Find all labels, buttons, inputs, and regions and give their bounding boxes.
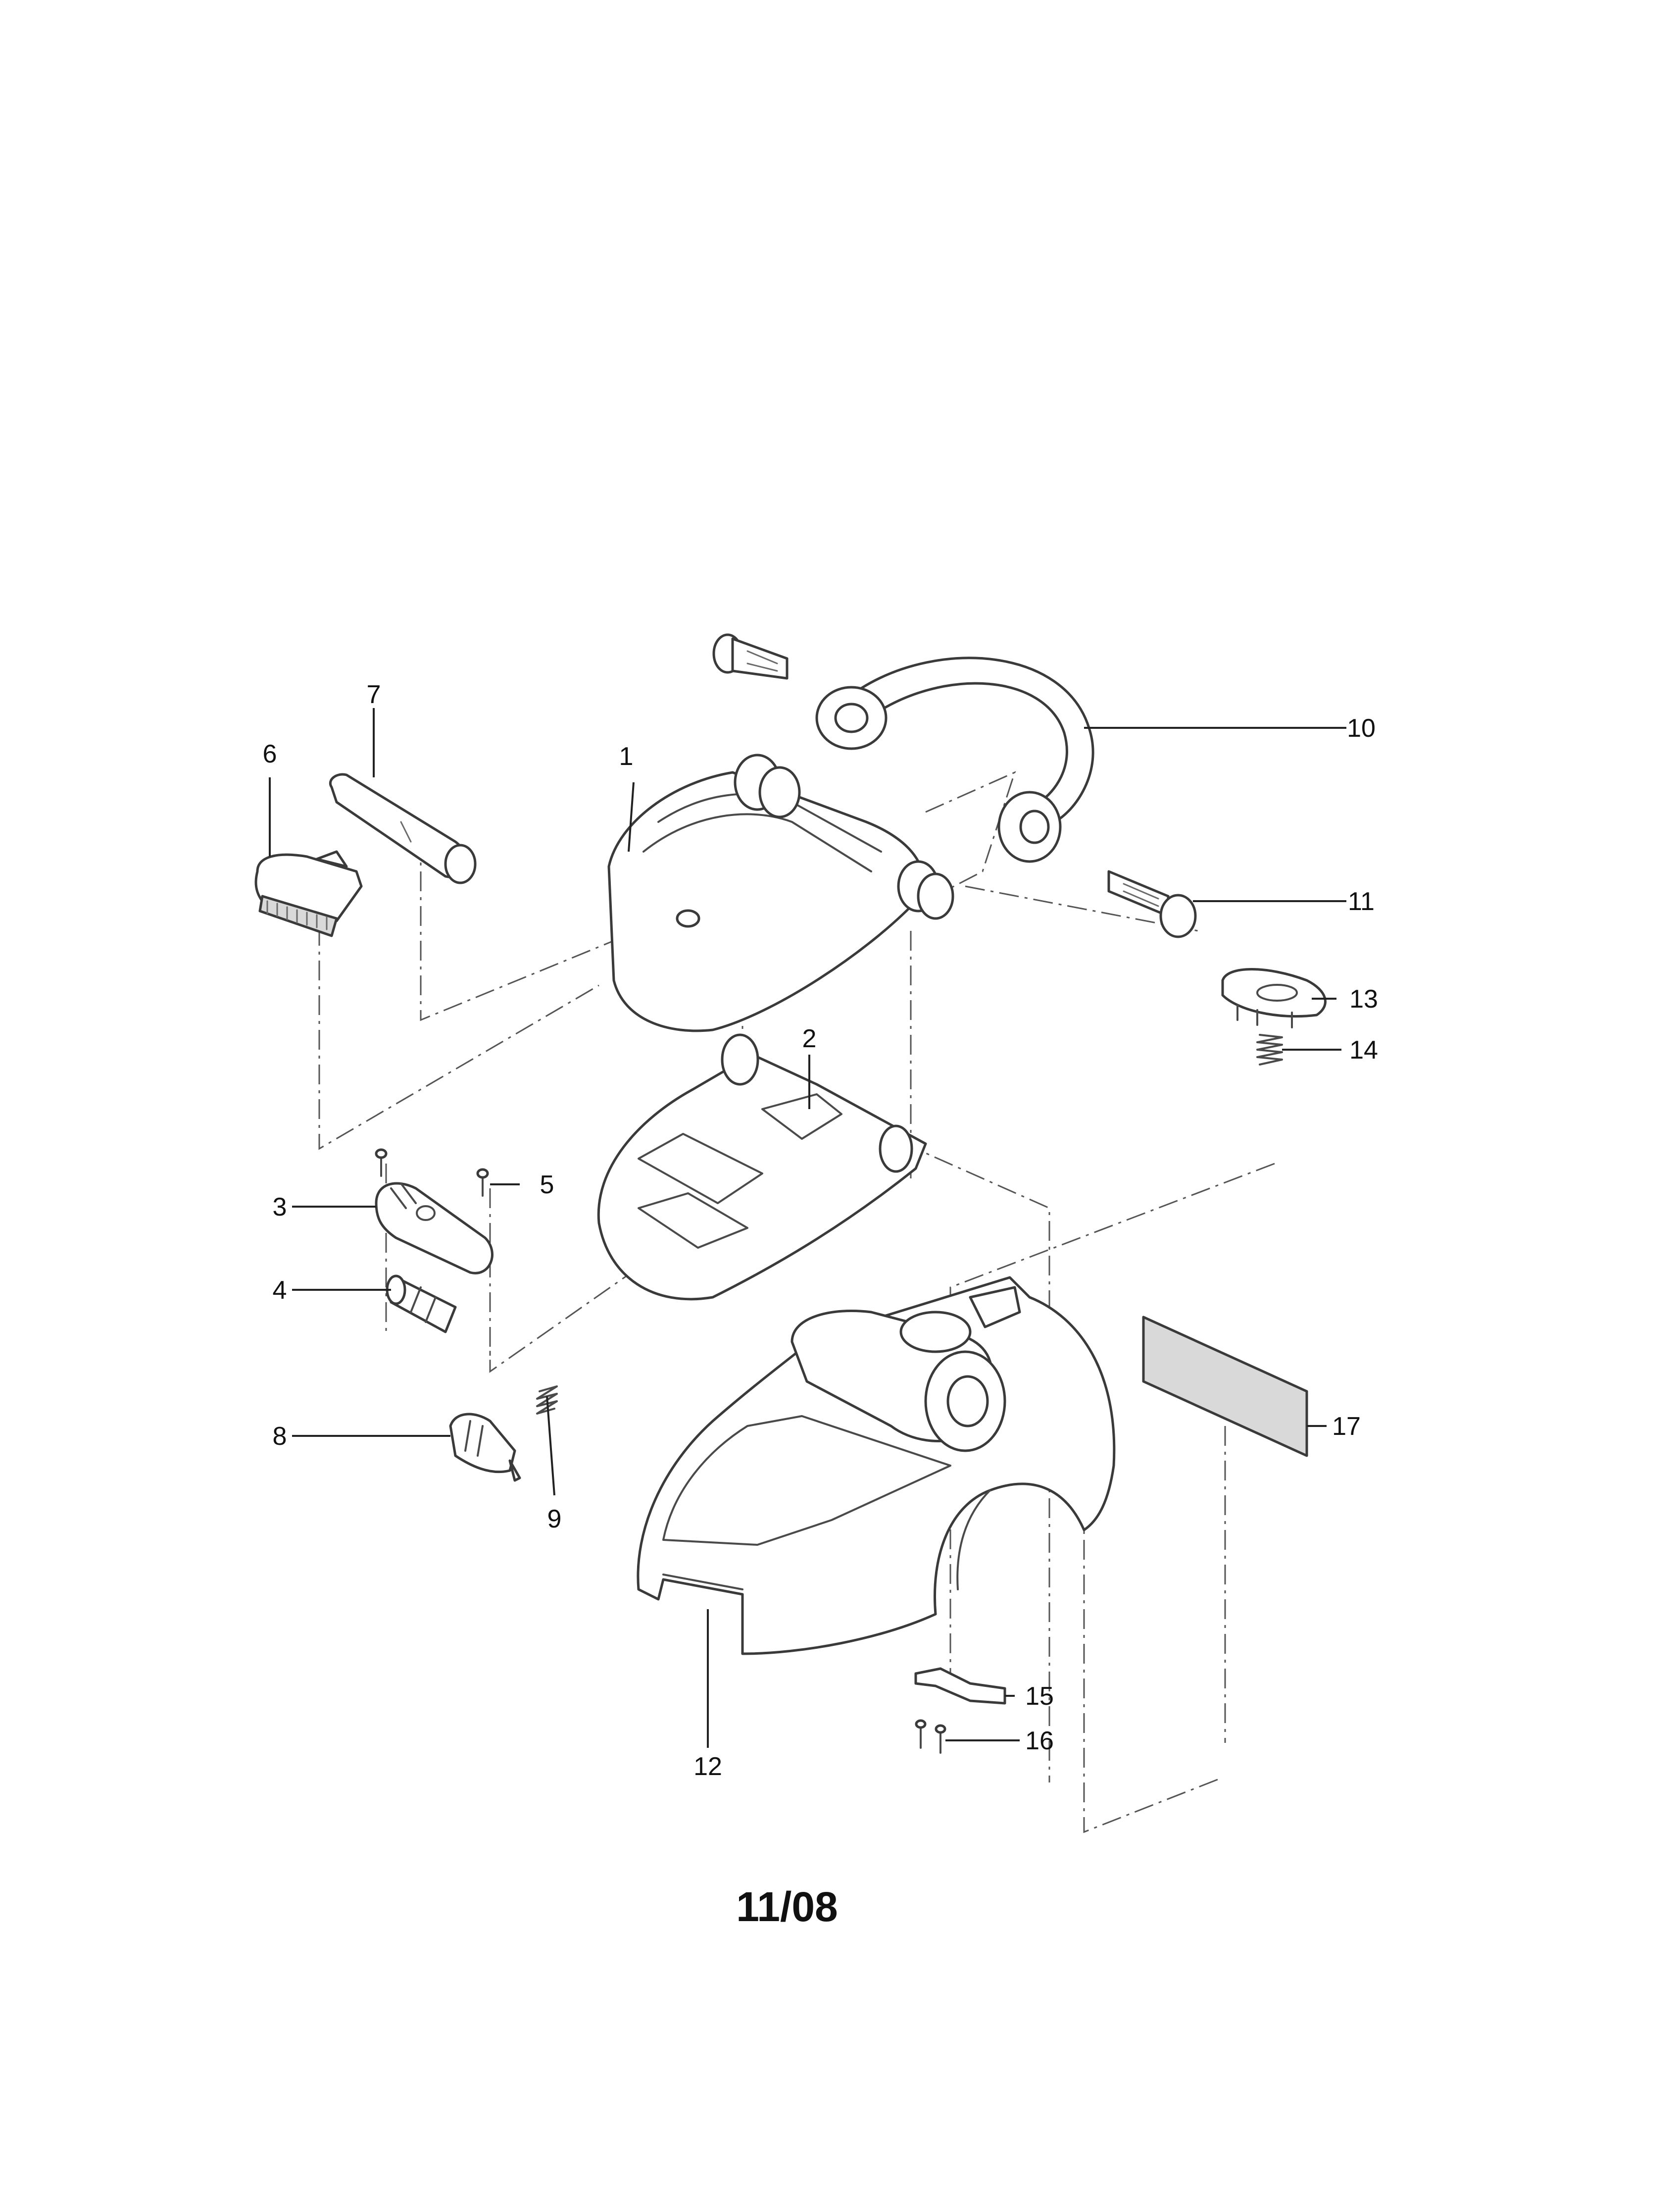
part-4-hinge-pin: [386, 1274, 457, 1333]
part-5-screw: [476, 1168, 489, 1197]
part-11-handle-pin-upper: [712, 633, 789, 680]
part-14-spring: [1256, 1034, 1283, 1066]
part-10-carry-handle: [815, 657, 1094, 863]
callout-12: 12: [693, 1752, 722, 1781]
part-12-base-housing: [637, 1276, 1116, 1655]
callout-14: 14: [1349, 1036, 1378, 1065]
callout-13: 13: [1349, 985, 1378, 1014]
callout-6: 6: [263, 740, 277, 768]
revision-date: 11/08: [736, 1883, 838, 1930]
callout-labels: 1 2 3 4 5 6 7 8 9 10 11 12 13 14 15 16 1…: [263, 680, 1378, 1781]
callout-5: 5: [540, 1170, 554, 1199]
part-2-inner-tray: [597, 1033, 927, 1301]
callout-15: 15: [1025, 1682, 1054, 1711]
callout-4: 4: [273, 1276, 287, 1305]
callout-10: 10: [1347, 714, 1376, 743]
callout-3: 3: [273, 1193, 287, 1221]
part-15-bracket: [914, 1667, 1006, 1705]
part-8-latch: [449, 1413, 521, 1482]
callout-7: 7: [367, 680, 381, 709]
leader-lines: [269, 708, 1346, 1748]
callout-2: 2: [802, 1024, 817, 1053]
part-6-brush: [254, 850, 363, 937]
part-17-filter-panel: [1142, 1316, 1308, 1457]
part-7-crevice-tool: [329, 773, 477, 884]
callout-17: 17: [1332, 1412, 1361, 1441]
callout-1: 1: [619, 742, 634, 771]
part-1-top-cover: [607, 754, 954, 1032]
part-3-handle-grip: [375, 1182, 494, 1274]
callout-8: 8: [273, 1422, 287, 1451]
callout-11: 11: [1348, 887, 1375, 916]
callout-9: 9: [547, 1505, 562, 1533]
callout-16: 16: [1025, 1727, 1054, 1755]
part-13-button: [1221, 968, 1327, 1028]
screw-small: [375, 1148, 388, 1177]
part-11-handle-pin: [1107, 870, 1197, 938]
part-16-screws: [915, 1719, 946, 1754]
